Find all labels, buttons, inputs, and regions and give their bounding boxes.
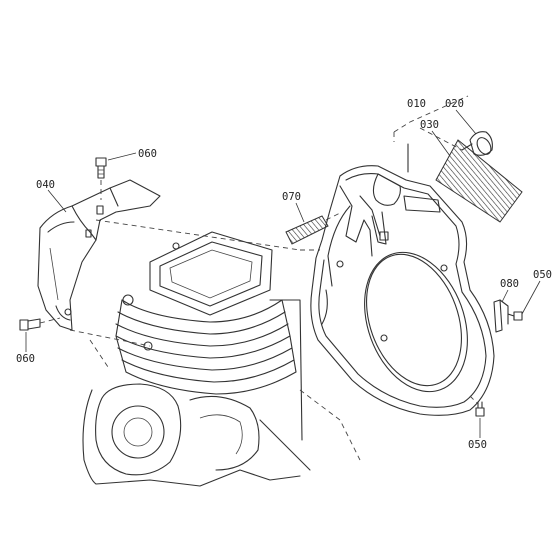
label-060-top: 060 [138, 148, 157, 160]
label-plate-070 [285, 211, 343, 245]
cylinder-cover-040 [37, 179, 161, 331]
callout-040: 040 [36, 179, 67, 213]
label-020: 020 [445, 98, 464, 110]
callout-030: 030 [420, 119, 451, 157]
label-050-top: 050 [533, 269, 552, 281]
callout-050-top: 050 [521, 269, 552, 315]
label-plate-030 [435, 139, 523, 223]
callout-020: 020 [445, 98, 477, 135]
label-010: 010 [407, 98, 426, 110]
fan-shroud [310, 165, 523, 417]
callout-050-bottom: 050 [468, 418, 487, 451]
callout-060-bottom: 060 [16, 332, 35, 365]
bolt-060-top [95, 157, 107, 200]
grommet-020 [419, 127, 493, 156]
callout-070: 070 [282, 191, 305, 223]
callout-080: 080 [500, 278, 519, 303]
label-040: 040 [36, 179, 55, 191]
label-080: 080 [500, 278, 519, 290]
label-060-bottom: 060 [16, 353, 35, 365]
bolt-060-bottom [19, 317, 61, 331]
engine-block [69, 219, 361, 487]
callout-010: 010 [407, 98, 426, 110]
label-030: 030 [420, 119, 439, 131]
callout-060-top: 060 [107, 148, 157, 161]
label-050-bottom: 050 [468, 439, 487, 451]
label-070: 070 [282, 191, 301, 203]
